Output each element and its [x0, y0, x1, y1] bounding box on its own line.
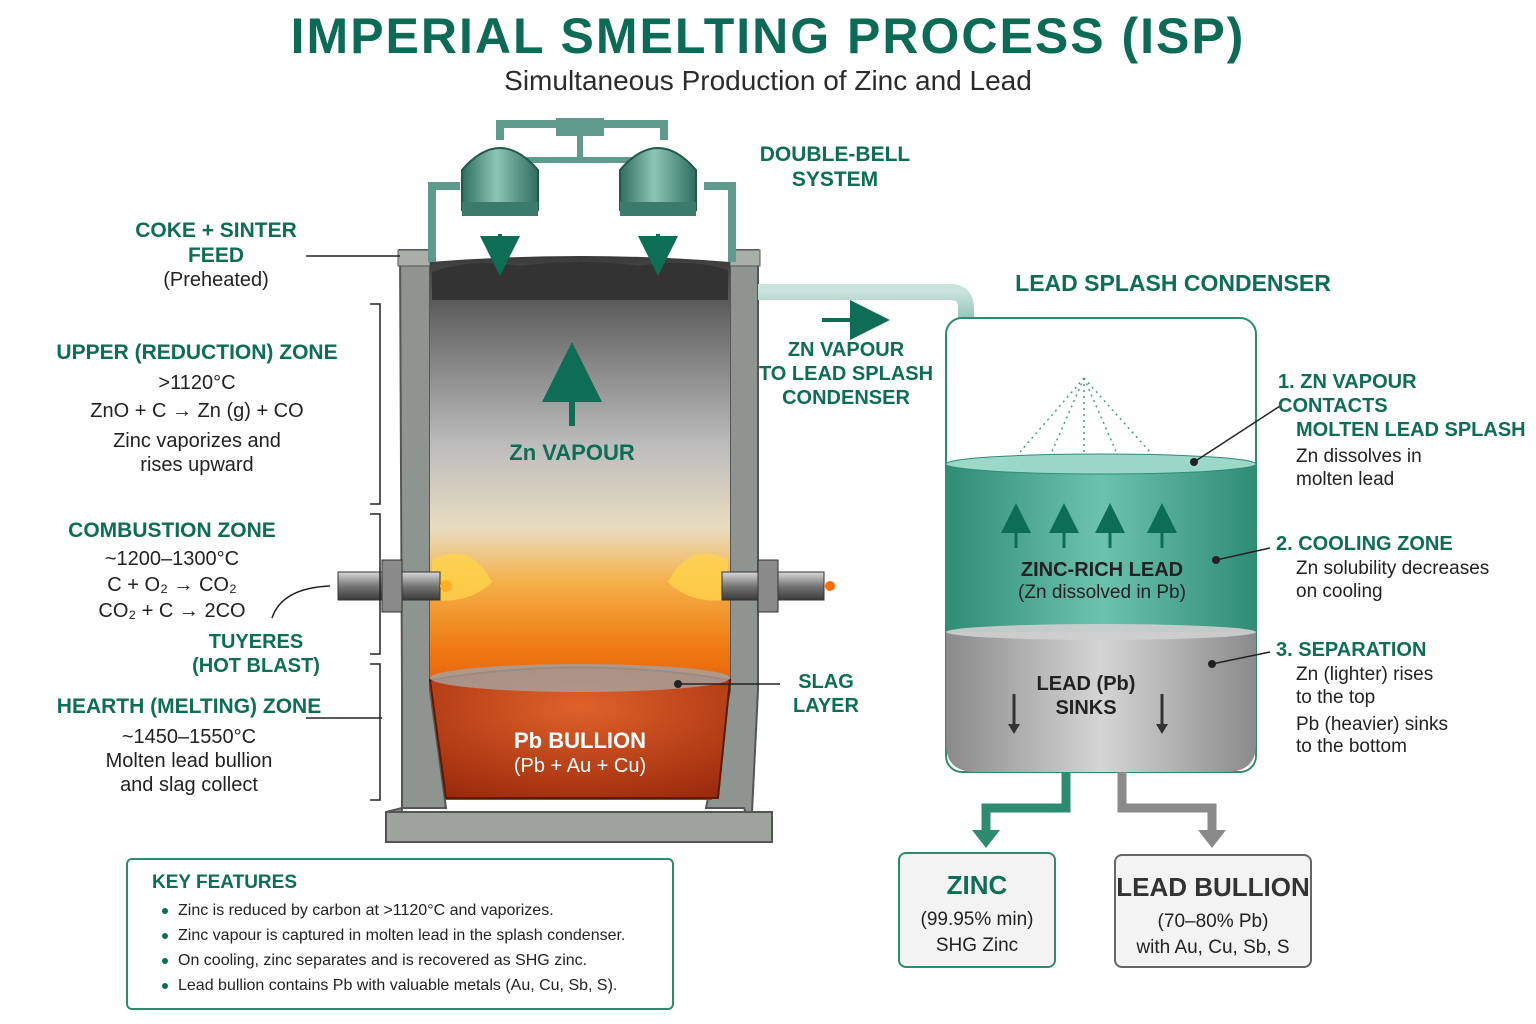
tuyeres-label: TUYERES(HOT BLAST): [192, 631, 320, 677]
key-features-title: KEY FEATURES: [152, 872, 297, 893]
upper-zone-label: UPPER (REDUCTION) ZONE >1120°C ZnO + C →…: [56, 341, 338, 477]
furnace-shaft: [430, 256, 730, 800]
feed-label: COKE + SINTER FEED (Preheated): [135, 219, 297, 292]
flame-right: [668, 553, 728, 601]
zinc-rich-label: ZINC-RICH LEAD (Zn dissolved in Pb): [1018, 559, 1186, 603]
lead-layer: [946, 632, 1256, 772]
zn-vapour-label: Zn VAPOUR: [509, 440, 635, 465]
zinc-output-title: ZINC: [946, 870, 1008, 900]
key-feature-item: Zinc vapour is captured in molten lead i…: [162, 927, 654, 945]
zinc-rich-layer: [946, 464, 1256, 632]
step3-label: 3. SEPARATION Zn (lighter) rises to the …: [1276, 639, 1449, 758]
leader-dot-3: [1208, 660, 1216, 668]
lead-output-title: LEAD BULLION: [1116, 872, 1310, 902]
step2-label: 2. COOLING ZONE Zn solubility decreases …: [1276, 533, 1490, 602]
lead-splash-spray: [1019, 377, 1151, 458]
combustion-zone-label: COMBUSTION ZONE ~1200–1300°C C + O₂ → CO…: [68, 519, 276, 623]
key-feature-item: Zinc is reduced by carbon at >1120°C and…: [162, 902, 654, 920]
page-subtitle: Simultaneous Production of Zinc and Lead: [504, 65, 1032, 96]
lead-outlet-pipe: [1117, 772, 1217, 832]
hearth-zone-label: HEARTH (MELTING) ZONE ~1450–1550°C Molte…: [56, 695, 322, 797]
bullion-label: Pb BULLION (Pb + Au + Cu): [513, 728, 647, 778]
slag-surface: [430, 664, 730, 692]
bell-right: [619, 147, 697, 211]
zinc-outlet-pipe: [981, 772, 1071, 832]
key-feature-item: Lead bullion contains Pb with valuable m…: [162, 977, 654, 995]
double-bell-system: [428, 118, 736, 276]
condenser-title: LEAD SPLASH CONDENSER: [1015, 270, 1331, 296]
lead-sinks-label: LEAD (Pb)SINKS: [1036, 673, 1136, 719]
leader-dot-slag: [674, 680, 682, 688]
tuyere-left: [337, 559, 452, 613]
leader-dot-2: [1212, 556, 1220, 564]
key-features-box: KEY FEATURES Zinc is reduced by carbon a…: [126, 858, 674, 1010]
key-features-list: Zinc is reduced by carbon at >1120°C and…: [146, 902, 654, 995]
leader-dot-1: [1190, 458, 1198, 466]
condenser: [945, 317, 1257, 848]
leader-lines: [271, 255, 1281, 801]
zinc-output-box: ZINC (99.95% min)SHG Zinc: [898, 852, 1056, 968]
page-title: IMPERIAL SMELTING PROCESS (ISP): [290, 8, 1246, 64]
coke-charge: [432, 262, 728, 300]
lead-output-details: (70–80% Pb)with Au, Cu, Sb, S: [1136, 911, 1290, 958]
lead-output-box: LEAD BULLION (70–80% Pb)with Au, Cu, Sb,…: [1114, 854, 1312, 968]
step1-label: 1. ZN VAPOUR CONTACTS MOLTEN LEAD SPLASH…: [1278, 371, 1526, 490]
furnace-flange-left: [397, 249, 431, 267]
tuyere-right: [721, 559, 835, 613]
zinc-output-details: (99.95% min)SHG Zinc: [920, 909, 1034, 956]
bell-left: [461, 147, 539, 211]
furnace-base: [385, 811, 773, 843]
key-feature-item: On cooling, zinc separates and is recove…: [162, 952, 654, 970]
